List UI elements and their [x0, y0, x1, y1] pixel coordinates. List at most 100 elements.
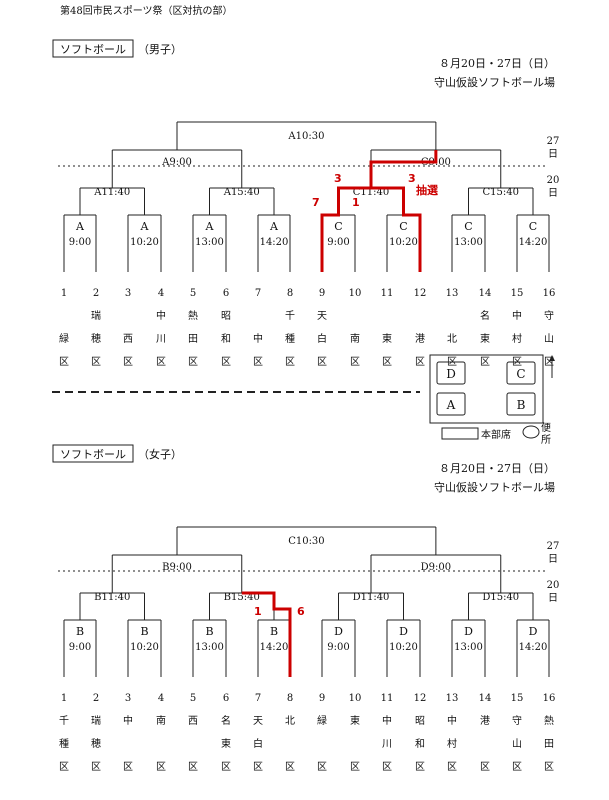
team-number: 12	[414, 288, 427, 299]
team-name-char: 山	[544, 333, 554, 345]
round1-court: B	[270, 625, 278, 638]
team-name-char: 区	[350, 761, 360, 773]
round1-time: 14:20	[260, 642, 289, 653]
team-name-char: 穂	[91, 332, 101, 345]
field-outline	[429, 354, 544, 424]
court-letter: A	[446, 398, 456, 412]
highlight-path-women	[241, 591, 292, 677]
team-name-char: 東	[221, 737, 231, 750]
team-name-char: 区	[512, 761, 522, 773]
semi-label: D9:00	[421, 562, 451, 573]
team-name-char: 熱	[544, 714, 554, 727]
team-name-char: 名	[221, 714, 231, 727]
team-name-char: 区	[382, 761, 392, 773]
team-number: 7	[255, 288, 261, 299]
team-number: 15	[511, 693, 524, 704]
team-name-char: 中	[447, 714, 457, 727]
team-number: 16	[543, 288, 556, 299]
team-name-char: 穂	[91, 737, 101, 750]
team-name-char: 区	[188, 761, 198, 773]
lottery-label: 抽選	[416, 183, 438, 197]
team-number: 13	[446, 288, 459, 299]
team-number: 12	[414, 693, 427, 704]
day27-label-unit: 日	[548, 554, 558, 565]
team-name-char: 区	[59, 761, 69, 773]
court-letter: B	[517, 398, 526, 412]
team-name-char: 港	[480, 715, 490, 727]
round1-time: 10:20	[130, 237, 159, 248]
team-name-char: 東	[350, 714, 360, 727]
team-number: 6	[223, 693, 229, 704]
team-name-char: 和	[221, 333, 231, 345]
court-box	[436, 361, 466, 385]
team-name-char: 北	[447, 333, 457, 345]
team-name-char: 守	[544, 309, 554, 322]
team-name-char: 区	[350, 356, 360, 368]
team-name-char: 区	[59, 356, 69, 368]
round1-time: 14:20	[260, 237, 289, 248]
team-number: 14	[479, 288, 492, 299]
team-number: 8	[287, 693, 293, 704]
highlight-path-right	[371, 186, 422, 272]
team-name-char: 中	[512, 309, 522, 322]
team-name-char: 区	[480, 761, 490, 773]
team-name-char: 天	[253, 716, 263, 727]
team-name-char: 区	[123, 356, 133, 368]
round1-court: D	[464, 625, 473, 638]
court-box	[436, 392, 466, 416]
team-name-char: 区	[285, 356, 295, 368]
team-name-char: 区	[253, 761, 263, 773]
women-score-right: 6	[297, 605, 305, 618]
round1-court: B	[76, 625, 84, 638]
team-name-char: 区	[156, 761, 166, 773]
women-score-left: 1	[254, 605, 262, 618]
section-heading-box	[52, 444, 134, 463]
round1-court: B	[205, 625, 213, 638]
team-name-char: 天	[317, 311, 327, 322]
team-number: 4	[158, 288, 164, 299]
team-name-char: 区	[544, 761, 554, 773]
final-label: A10:30	[287, 131, 324, 142]
team-name-char: 村	[447, 737, 457, 750]
team-number: 5	[190, 693, 196, 704]
round1-court: D	[334, 625, 343, 638]
team-name-char: 和	[415, 738, 425, 750]
women-bracket: ソフトボール（女子）８月20日・27日（日）守山仮設ソフトボール場27日20日B…	[52, 444, 559, 773]
venue-label: 守山仮設ソフトボール場	[434, 480, 555, 494]
team-name-char: 中	[382, 714, 392, 727]
day27-label: 27	[547, 136, 560, 147]
score-top-left: 3	[334, 172, 342, 185]
round1-time: 9:00	[69, 642, 91, 653]
quarter-label: B11:40	[94, 592, 130, 603]
round1-court: C	[529, 220, 537, 233]
team-name-char: 区	[480, 356, 490, 368]
team-number: 6	[223, 288, 229, 299]
team-name-char: 区	[221, 761, 231, 773]
team-name-char: 南	[156, 714, 166, 727]
team-name-char: 区	[415, 761, 425, 773]
section-heading-box	[52, 39, 134, 58]
semi-label: B9:00	[162, 562, 192, 573]
quarter-label: D15:40	[482, 592, 519, 603]
team-number: 9	[319, 693, 325, 704]
round1-time: 9:00	[69, 237, 91, 248]
team-number: 7	[255, 693, 261, 704]
team-name-char: 川	[382, 739, 392, 750]
team-name-char: 白	[317, 332, 327, 345]
team-name-char: 区	[544, 356, 554, 368]
quarter-label: B15:40	[224, 592, 260, 603]
round1-court: B	[140, 625, 148, 638]
round1-court: A	[75, 220, 85, 233]
team-number: 4	[158, 693, 164, 704]
team-number: 10	[349, 693, 362, 704]
team-name-char: 種	[59, 737, 69, 750]
team-number: 1	[61, 693, 67, 704]
score-left: 7	[312, 196, 320, 209]
north-arrow-head	[549, 355, 555, 361]
team-name-char: 千	[59, 715, 69, 727]
team-number: 10	[349, 288, 362, 299]
hq-label: 本部席	[481, 428, 511, 441]
round1-court: A	[205, 220, 215, 233]
dates-label: ８月20日・27日（日）	[439, 462, 555, 475]
